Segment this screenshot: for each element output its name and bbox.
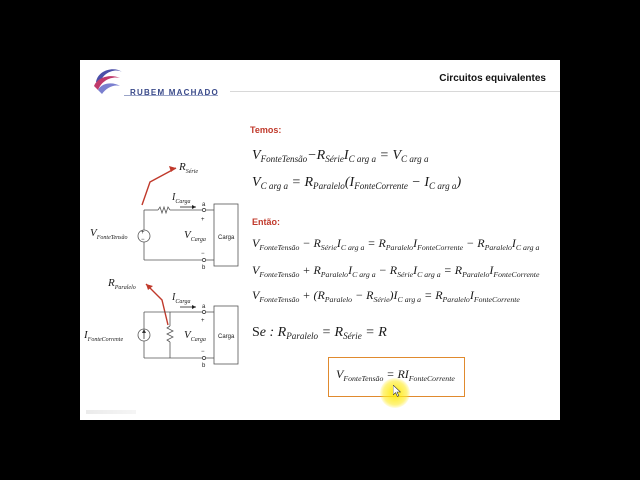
svg-text:b: b — [202, 363, 206, 369]
svg-text:a: a — [202, 202, 206, 208]
svg-text:b: b — [202, 265, 206, 271]
parallel-circuit: RParalelo ICarga a b + − Carg — [83, 277, 239, 369]
v-carga-bottom-label: VCarga — [184, 329, 206, 343]
equation-temos-2: VC arg a = RParalelo(IFonteCorrente − IC… — [252, 175, 462, 191]
equation-entao-3: VFonteTensão + (RParalelo − RSérie)IC ar… — [252, 288, 520, 304]
svg-text:−: − — [201, 349, 205, 355]
svg-text:a: a — [202, 304, 206, 310]
load-box-top — [213, 203, 239, 267]
faint-footer-mark — [86, 410, 136, 414]
equation-result: VFonteTensão = RIFonteCorrente — [336, 367, 455, 383]
series-circuit: RSérie ICarga + − a b + − Carga — [90, 161, 239, 271]
slide-title: Circuitos equivalentes — [439, 73, 546, 84]
r-serie-label: RSérie — [178, 161, 198, 175]
svg-text:+: + — [201, 318, 205, 324]
equation-condition: Se : RParalelo = RSérie = R — [252, 325, 387, 341]
title-divider — [230, 91, 560, 92]
i-fonte-corrente-label: IFonteCorrente — [83, 329, 123, 343]
v-carga-top-label: VCarga — [184, 229, 206, 243]
r-paralelo-label: RParalelo — [107, 277, 136, 291]
svg-text:−: − — [141, 237, 145, 243]
equation-entao-2: VFonteTensão + RParaleloIC arg a − RSéri… — [252, 263, 540, 279]
equation-entao-1: VFonteTensão − RSérieIC arg a = RParalel… — [252, 236, 540, 252]
svg-text:+: + — [201, 217, 205, 223]
section-entao: Então: — [252, 217, 280, 227]
svg-text:Carga: Carga — [218, 235, 235, 241]
svg-text:Carga: Carga — [218, 334, 235, 340]
i-carga-top-label: ICarga — [171, 192, 190, 205]
v-fonte-tensao-label: VFonteTensão — [90, 227, 128, 241]
svg-text:−: − — [201, 251, 205, 257]
circuit-diagrams: RSérie ICarga + − a b + − Carga — [83, 161, 239, 369]
load-box-bottom — [213, 305, 239, 365]
arrow-icon — [146, 284, 153, 290]
slide: RUBEM MACHADO Circuitos equivalentes RSé… — [80, 60, 560, 420]
brand-name: RUBEM MACHADO — [130, 88, 219, 97]
brand-underline — [124, 95, 218, 96]
arrow-icon — [169, 166, 176, 172]
brand-logo-icon — [94, 69, 122, 94]
equation-temos-1: VFonteTensão−RSérieIC arg a = VC arg a — [252, 148, 429, 164]
mouse-pointer-icon — [393, 385, 401, 397]
i-carga-bottom-label: ICarga — [171, 292, 190, 305]
voltage-source-icon — [137, 229, 151, 243]
section-temos: Temos: — [250, 125, 282, 135]
svg-text:+: + — [141, 230, 145, 236]
